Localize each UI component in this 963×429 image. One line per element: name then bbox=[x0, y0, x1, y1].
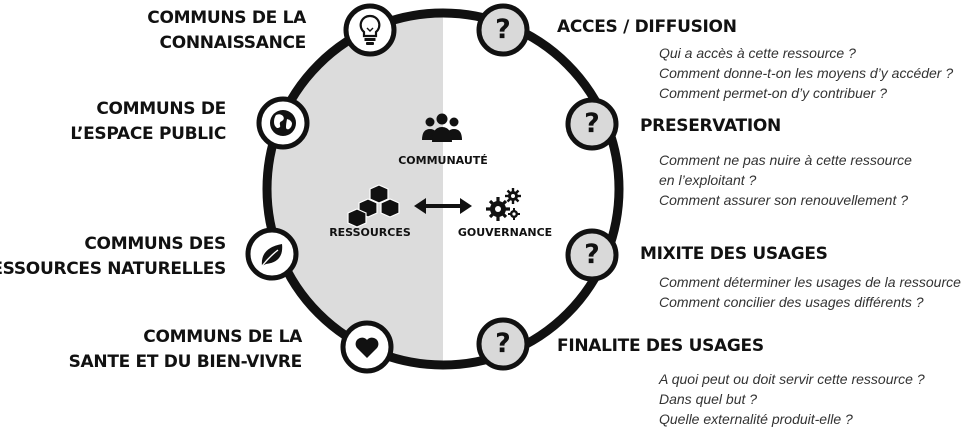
left-label-knowledge: COMMUNS DE LA CONNAISSANCE bbox=[147, 8, 306, 53]
left-label-public-space: COMMUNS DE L’ESPACE PUBLIC bbox=[70, 99, 226, 144]
community-label: COMMUNAUTÉ bbox=[398, 154, 488, 167]
left-label-health: COMMUNS DE LA SANTE ET DU BIEN-VIVRE bbox=[68, 327, 303, 372]
main-ring bbox=[262, 8, 624, 370]
community-icon bbox=[422, 113, 462, 142]
questions-preservation: Comment ne pas nuire à cette ressource e… bbox=[659, 152, 912, 208]
cubes-icon bbox=[347, 184, 400, 228]
questions-access: Qui a accès à cette ressource ? Comment … bbox=[659, 45, 954, 101]
dimension-title-preservation: PRESERVATION bbox=[640, 116, 781, 136]
heart-icon bbox=[355, 337, 379, 358]
leaf-icon bbox=[261, 244, 283, 267]
node-question-4 bbox=[476, 317, 530, 371]
dimension-title-mixity: MIXITE DES USAGES bbox=[640, 244, 828, 264]
dimension-title-finality: FINALITE DES USAGES bbox=[557, 336, 764, 356]
left-label-natural-resources: COMMUNS DES RESSOURCES NATURELLES bbox=[0, 234, 226, 279]
left-half-fill bbox=[267, 13, 443, 365]
dimension-title-access: ACCES / DIFFUSION bbox=[557, 17, 737, 37]
question-mark-3: ? bbox=[584, 239, 600, 270]
right-half-fill bbox=[443, 13, 619, 365]
question-mark-1: ? bbox=[495, 14, 511, 45]
node-heart bbox=[340, 320, 394, 374]
questions-finality: A quoi peut ou doit servir cette ressour… bbox=[659, 371, 925, 427]
node-question-3 bbox=[565, 228, 619, 282]
gears-icon bbox=[486, 188, 521, 221]
resources-label: RESSOURCES bbox=[329, 226, 411, 239]
node-question-2 bbox=[565, 97, 619, 151]
lightbulb-icon bbox=[359, 14, 381, 45]
governance-label: GOUVERNANCE bbox=[457, 226, 553, 239]
node-lightbulb bbox=[343, 3, 397, 57]
node-leaf bbox=[245, 227, 299, 281]
globe-icon bbox=[270, 110, 296, 136]
question-mark-2: ? bbox=[584, 108, 600, 139]
question-mark-4: ? bbox=[495, 328, 511, 359]
node-question-1 bbox=[476, 3, 530, 57]
double-arrow-icon bbox=[414, 198, 472, 214]
questions-mixity: Comment déterminer les usages de la ress… bbox=[659, 274, 963, 310]
node-globe bbox=[256, 96, 310, 150]
